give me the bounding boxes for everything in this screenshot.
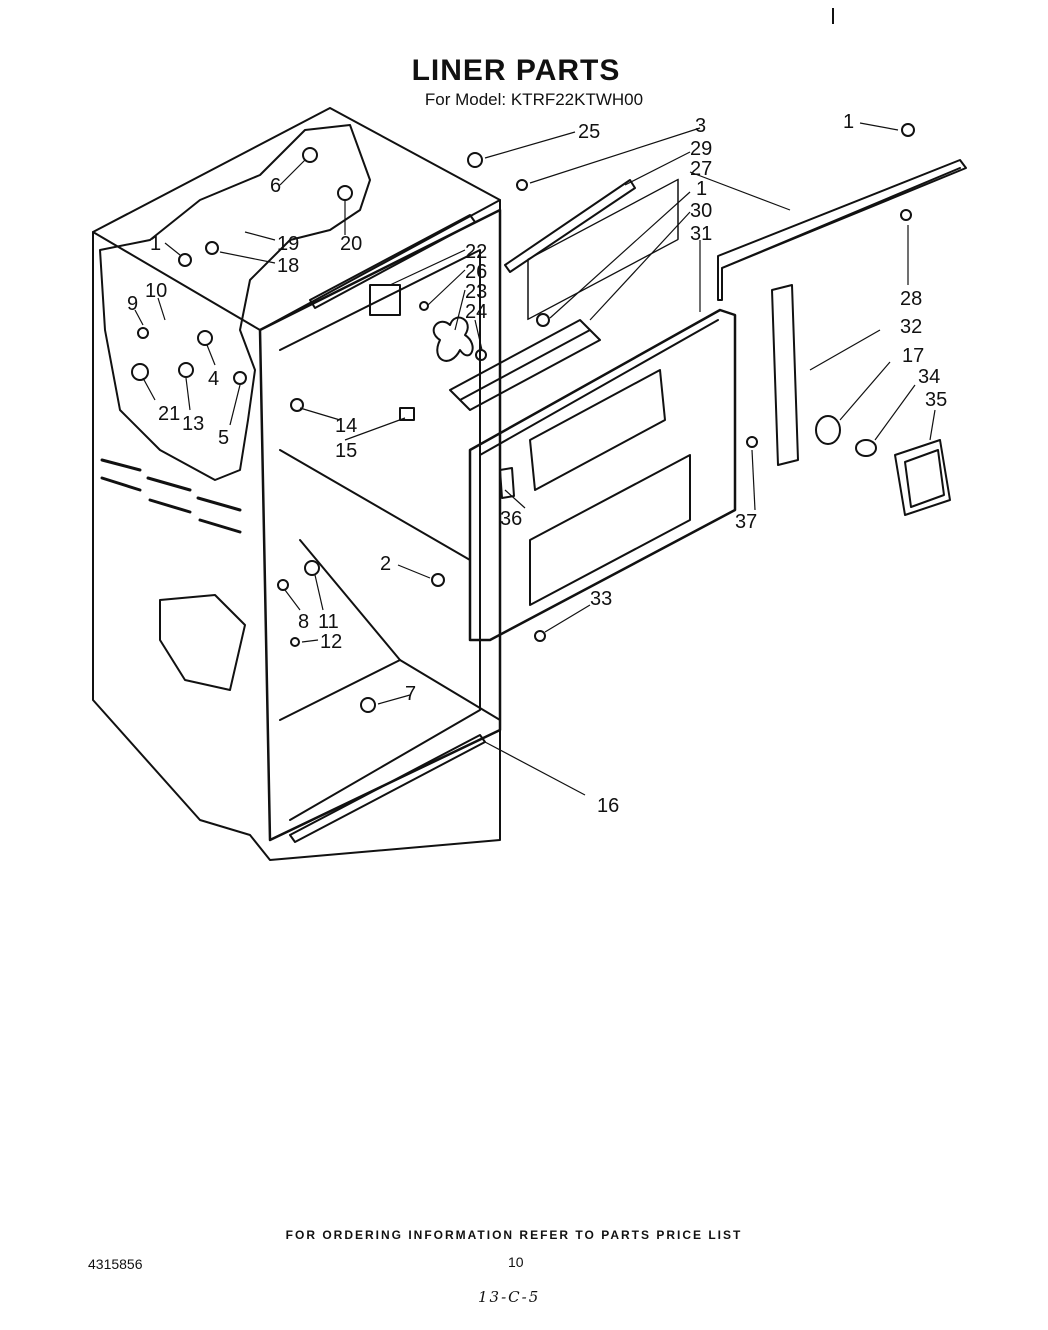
middle-rail	[504, 179, 636, 273]
part-13	[178, 362, 194, 378]
doc-number: 4315856	[88, 1256, 143, 1272]
part-12	[290, 637, 300, 647]
light-shield	[771, 284, 799, 466]
callout-37: 37	[735, 511, 757, 533]
callout-18: 18	[277, 255, 299, 277]
callout-13: 13	[182, 413, 204, 435]
callout-26: 26	[465, 261, 487, 283]
callout-labels: 1 25 3 29 27 1 30 31 28 32 17 34 35 37 3…	[127, 111, 947, 817]
callout-21: 21	[158, 403, 180, 425]
ordering-note: FOR ORDERING INFORMATION REFER TO PARTS …	[285, 1228, 743, 1242]
cover-vent	[529, 454, 691, 606]
light-socket	[815, 415, 841, 445]
part-1-left	[178, 253, 192, 267]
callout-5: 5	[218, 427, 229, 449]
evaporator-cover	[468, 308, 737, 642]
callout-9: 9	[127, 293, 138, 315]
part-14	[290, 398, 304, 412]
callout-35: 35	[925, 389, 947, 411]
callout-30: 30	[690, 200, 712, 222]
light-grille	[894, 439, 951, 516]
part-8	[277, 579, 289, 591]
part-1-mid	[536, 313, 550, 327]
callout-31: 31	[690, 223, 712, 245]
part-21	[131, 363, 149, 381]
corner-mark	[832, 8, 834, 24]
left-vent-slots	[100, 458, 242, 534]
air-duct	[449, 319, 601, 411]
callout-19: 19	[277, 233, 299, 255]
callout-34: 34	[918, 366, 940, 388]
page-number: 10	[508, 1254, 524, 1270]
part-28	[900, 209, 912, 221]
part-7	[360, 697, 376, 713]
left-panel-recess	[99, 124, 371, 481]
callout-16: 16	[597, 795, 619, 817]
inner-liner-back	[279, 249, 481, 821]
callout-4: 4	[208, 368, 219, 390]
callout-20: 20	[340, 233, 362, 255]
part-1-top	[901, 123, 915, 137]
callout-3: 3	[695, 115, 706, 137]
part-11	[304, 560, 320, 576]
part-37	[746, 436, 758, 448]
inner-liner	[258, 208, 502, 842]
callout-2: 2	[380, 553, 391, 575]
callout-24: 24	[465, 301, 487, 323]
callout-6: 6	[270, 175, 281, 197]
callout-7: 7	[405, 683, 416, 705]
part-25	[467, 152, 483, 168]
model-subtitle: For Model: KTRF22KTWH00	[424, 90, 644, 109]
part-3	[516, 179, 528, 191]
cover-grille	[527, 178, 679, 321]
cover-slot-36	[499, 467, 515, 499]
part-4	[197, 330, 213, 346]
callout-1-top: 1	[843, 111, 854, 133]
cover-window	[529, 369, 666, 491]
part-9	[137, 327, 149, 339]
callout-1-mid: 1	[696, 178, 707, 200]
callout-17: 17	[902, 345, 924, 367]
fan-blade	[432, 316, 474, 362]
cabinet-outline	[92, 107, 501, 861]
part-2	[431, 573, 445, 587]
light-bulb	[855, 439, 877, 457]
handwritten-note: 13-C-5	[478, 1288, 541, 1306]
callout-36: 36	[500, 508, 522, 530]
part-20	[337, 185, 353, 201]
callout-8: 8	[298, 611, 309, 633]
callout-25: 25	[578, 121, 600, 143]
callout-29: 29	[690, 138, 712, 160]
part-18	[205, 241, 219, 255]
callout-14: 14	[335, 415, 357, 437]
fan-motor	[369, 284, 401, 316]
part-5	[233, 371, 247, 385]
callout-32: 32	[900, 316, 922, 338]
page-title: LINER PARTS	[411, 54, 621, 87]
part-15	[399, 407, 415, 421]
callout-22: 22	[465, 241, 487, 263]
part-33	[534, 630, 546, 642]
lower-left-panel	[159, 594, 246, 691]
callout-27: 27	[690, 158, 712, 180]
callout-11: 11	[318, 611, 339, 633]
part-26	[419, 301, 429, 311]
top-rail	[309, 214, 476, 309]
part-6	[302, 147, 318, 163]
callout-23: 23	[465, 281, 487, 303]
callout-33: 33	[590, 588, 612, 610]
callout-15: 15	[335, 440, 357, 462]
part-24	[475, 349, 487, 361]
callout-12: 12	[320, 631, 342, 653]
callout-1-left: 1	[150, 233, 161, 255]
callout-28: 28	[900, 288, 922, 310]
callout-10: 10	[145, 280, 167, 302]
